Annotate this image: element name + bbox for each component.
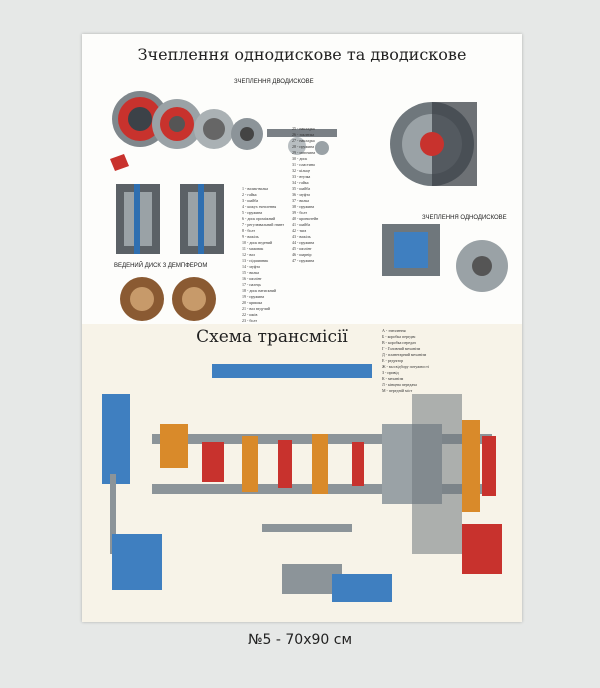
double-clutch-sections (116, 184, 224, 254)
damper-disc-caption: ВЕДЕНИЙ ДИСК З ДЕМПФЕРОМ (114, 263, 208, 269)
legend-item: 18 - диск натискний (242, 288, 277, 293)
legend-item: 17 - палець (242, 282, 262, 287)
legend-item: 22 - шків (242, 312, 258, 317)
legend-item: 21 - вал ведучий (242, 306, 270, 311)
legend-item: 9 - важіль (242, 234, 259, 239)
legend-item: 39 - болт (292, 210, 308, 215)
legend-item: 41 - шайба (292, 222, 311, 227)
poster-size-label: №5 - 70х90 см (247, 632, 353, 648)
legend-item: 42 - тяга (292, 228, 307, 233)
legend-item: 36 - муфта (292, 192, 310, 197)
double-disc-caption: ЗЧЕПЛЕННЯ ДВОДИСКОВЕ (234, 79, 314, 85)
transmission-legend: А - зчеплення Б - коробка передач В - ко… (382, 328, 517, 394)
legend-item: 30 - диск (292, 156, 308, 161)
legend-item: 33 - втулка (292, 174, 311, 179)
legend-item: 26 - заклепка (292, 132, 315, 137)
legend-item: Л - кінцева передача (382, 382, 417, 387)
legend-item: М - передній міст (382, 388, 413, 393)
legend-item: 23 - болт (242, 318, 258, 323)
transmission-sheet: Схема трансмісії А - зчеплення Б - короб… (82, 324, 522, 622)
clutch-title: Зчеплення однодискове та дводискове (137, 45, 467, 64)
transmission-gears (160, 394, 496, 554)
clutch-legend-right: 25 - накладка 26 - заклепка 27 - накладк… (292, 126, 372, 264)
legend-item: 4 - кожух зчеплення (242, 204, 277, 209)
legend-item: 3 - шайба (242, 198, 259, 203)
legend-item: 8 - болт (242, 228, 256, 233)
legend-item: 1 - валик-вилка (242, 186, 269, 191)
legend-item: В - коробка передач (382, 340, 416, 345)
single-clutch-assembly (382, 102, 508, 292)
clutch-illustrations (110, 91, 508, 321)
legend-item: 2 - гайка (242, 192, 257, 197)
transmission-title: Схема трансмісії (196, 327, 348, 347)
legend-item: 10 - диск ведений (242, 240, 273, 245)
legend-item: 38 - пружина (292, 204, 315, 209)
poster: Зчеплення однодискове та дводискове ЗЧЕП… (82, 34, 522, 622)
legend-item: 40 - кронштейн (292, 216, 319, 221)
legend-item: 6 - диск проміжний (242, 216, 276, 221)
legend-item: 31 - пластина (292, 162, 315, 167)
transmission-housings (112, 524, 502, 602)
legend-item: 13 - підшипник (242, 258, 269, 263)
clutch-legend-left: 1 - валик-вилка 2 - гайка 3 - шайба 4 - … (242, 186, 332, 330)
legend-item: 47 - пружина (292, 258, 315, 263)
legend-item: 5 - пружина (242, 210, 263, 215)
legend-item: 16 - шплінт (242, 276, 262, 281)
legend-item: 15 - вилка (242, 270, 260, 275)
legend-item: 7 - регулювальний гвинт (242, 222, 285, 227)
legend-item: Д - планетарний механізм (382, 352, 427, 357)
transmission-diagram (102, 364, 502, 602)
damper-discs (120, 277, 216, 321)
legend-item: 44 - пружина (292, 240, 315, 245)
legend-item: 35 - шайба (292, 186, 311, 191)
legend-item: 12 - вал (242, 252, 255, 257)
legend-item: 32 - кільце (292, 168, 311, 173)
legend-item: 37 - вилка (292, 198, 310, 203)
legend-item: А - зчеплення (382, 328, 406, 333)
legend-item: 27 - накладка (292, 138, 315, 143)
legend-item: 28 - пружина (292, 144, 315, 149)
legend-item: Ж - вал відбору потужності (382, 364, 429, 369)
legend-item: К - механізм (382, 376, 404, 381)
legend-item: 46 - шарнір (292, 252, 312, 257)
legend-item: 34 - гайка (292, 180, 309, 185)
legend-item: Е - редуктор (382, 358, 404, 363)
single-disc-caption: ЗЧЕПЛЕННЯ ОДНОДИСКОВЕ (422, 215, 507, 221)
legend-item: 29 - маточина (292, 150, 316, 155)
legend-item: 20 - кришка (242, 300, 263, 305)
clutch-sheet: Зчеплення однодискове та дводискове ЗЧЕП… (82, 34, 522, 329)
legend-item: 11 - маховик (242, 246, 264, 251)
legend-item: 19 - пружина (242, 294, 265, 299)
legend-item: 45 - шплінт (292, 246, 312, 251)
legend-item: Г - Головний механізм (382, 346, 421, 351)
legend-item: 14 - муфта (242, 264, 260, 269)
double-clutch-exploded (110, 91, 337, 171)
legend-item: З - привід (382, 370, 399, 375)
legend-item: 43 - важіль (292, 234, 311, 239)
legend-item: Б - коробка передач (382, 334, 416, 339)
legend-item: 25 - накладка (292, 126, 315, 131)
